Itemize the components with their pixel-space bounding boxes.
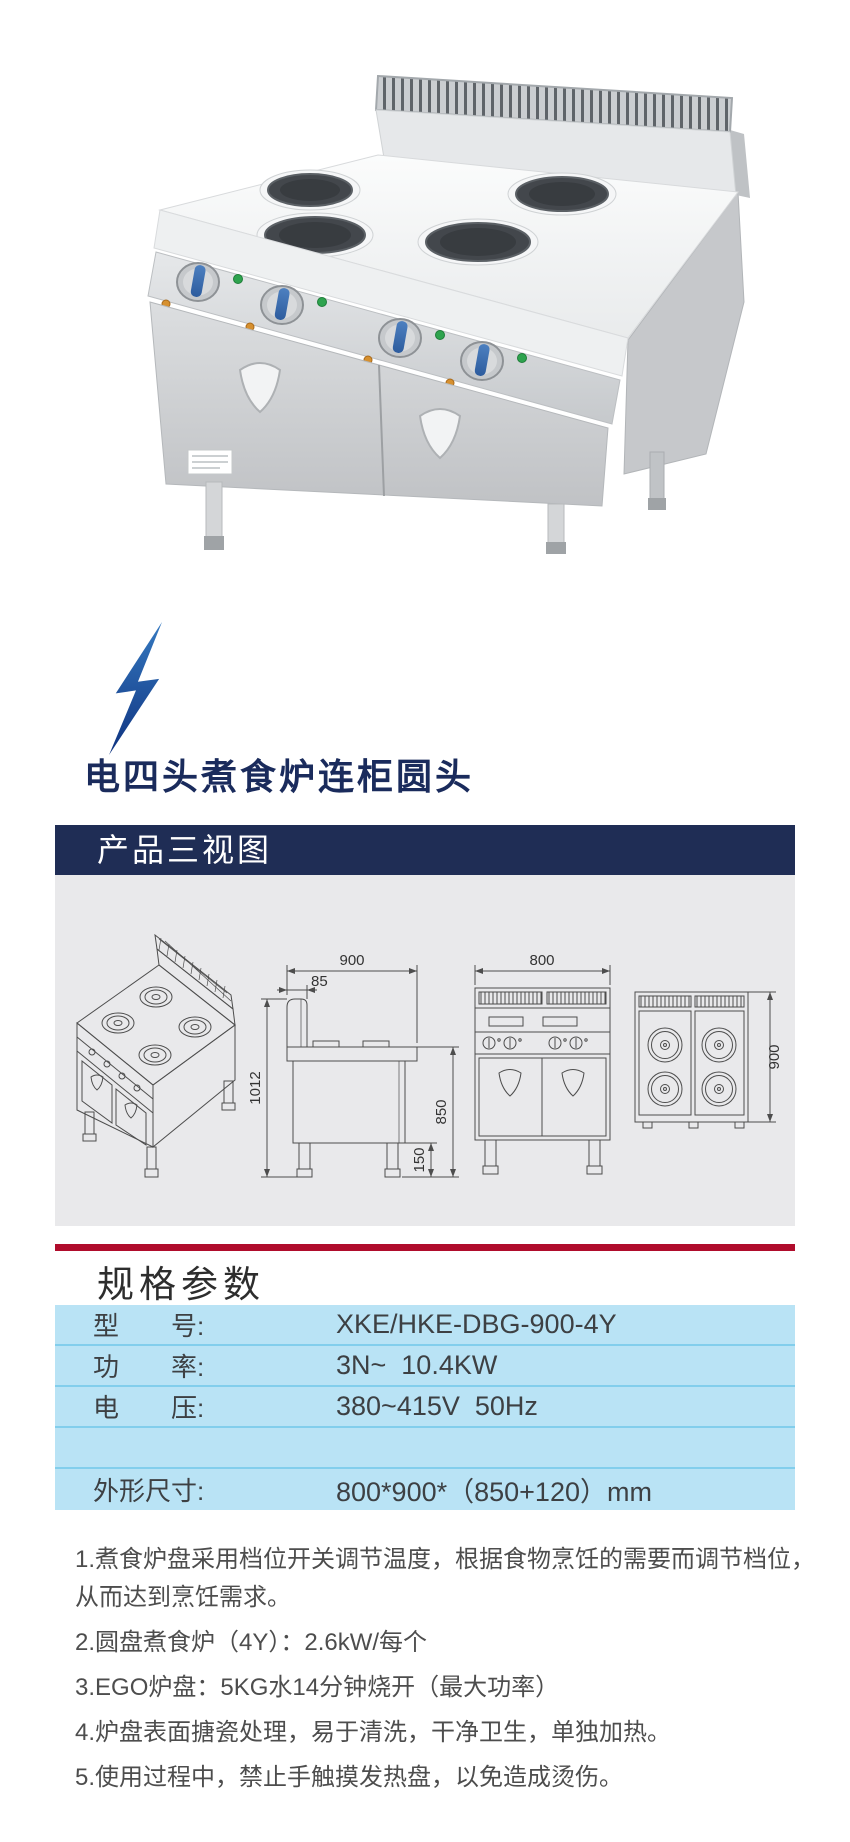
leg-front-left bbox=[204, 481, 224, 550]
unit-right-side-panel bbox=[623, 190, 745, 475]
note-item-5: 5.使用过程中，禁止手触摸发热盘，以免造成烫伤。 bbox=[75, 1764, 624, 1791]
spec-value: 800*900*（850+120）mm bbox=[336, 1477, 652, 1507]
power-light-green bbox=[517, 353, 527, 363]
burner-plate-back-right bbox=[507, 172, 617, 216]
drawing-side-view bbox=[261, 965, 459, 1178]
product-notes: 1.煮食炉盘采用档位开关调节温度，根据食物烹饪的需要而调节档位，从而达到烹饪需求… bbox=[75, 1541, 823, 1804]
section-header-views-label: 产品三视图 bbox=[97, 832, 273, 868]
technical-drawings: 900 85 1012 850 150 800 bbox=[76, 933, 783, 1178]
spec-row-empty bbox=[55, 1428, 795, 1469]
spec-label: 型 号: bbox=[93, 1311, 205, 1341]
door-handle-right bbox=[418, 408, 462, 460]
page-title: 电四头煮食炉连柜圆头 bbox=[84, 756, 475, 797]
door-split-line bbox=[378, 364, 385, 497]
cabinet-front bbox=[149, 301, 609, 507]
cooktop-fascia bbox=[153, 209, 629, 377]
spec-row-dimensions: 外形尺寸: 800*900*（850+120）mm bbox=[55, 1469, 795, 1510]
drawing-top-view bbox=[634, 991, 776, 1129]
power-light-green bbox=[233, 274, 243, 284]
note-item-1: 1.煮食炉盘采用档位开关调节温度，根据食物烹饪的需要而调节档位，从而达到烹饪需求… bbox=[75, 1546, 816, 1611]
dim-side-leg-height: 150 bbox=[411, 1147, 428, 1172]
dim-side-body-height: 850 bbox=[433, 1099, 450, 1124]
note-item-4: 4.炉盘表面搪瓷处理，易于清洗，干净卫生，单独加热。 bbox=[75, 1719, 672, 1746]
burner-plate-front-right bbox=[417, 218, 539, 266]
leg-back-right bbox=[648, 451, 666, 510]
section-header-views: 产品三视图 bbox=[55, 825, 795, 875]
spec-table: 型 号: XKE/HKE-DBG-900-4Y 功 率: 3N~ 10.4KW … bbox=[55, 1305, 795, 1510]
drawing-iso-view bbox=[76, 933, 236, 1178]
spec-label: 电 压: bbox=[93, 1393, 205, 1423]
spec-row-voltage: 电 压: 380~415V 50Hz bbox=[55, 1387, 795, 1428]
dim-front-width: 800 bbox=[529, 952, 554, 969]
dim-side-depth: 900 bbox=[339, 952, 364, 969]
dim-side-total-height: 1012 bbox=[247, 1071, 264, 1104]
spec-value: 380~415V 50Hz bbox=[336, 1391, 538, 1421]
drawings-panel bbox=[55, 875, 795, 1226]
lightning-bolt-icon bbox=[109, 622, 163, 755]
spec-row-power: 功 率: 3N~ 10.4KW bbox=[55, 1346, 795, 1387]
leg-front-right bbox=[546, 503, 566, 554]
product-photo bbox=[147, 74, 750, 554]
red-divider bbox=[55, 1244, 795, 1251]
spec-value: 3N~ 10.4KW bbox=[336, 1350, 498, 1380]
power-light-green bbox=[317, 297, 327, 307]
note-item-3: 3.EGO炉盘：5KG水14分钟烧开（最大功率） bbox=[75, 1674, 560, 1701]
power-light-green bbox=[435, 330, 445, 340]
control-knob-3 bbox=[363, 318, 445, 365]
spec-label: 外形尺寸: bbox=[93, 1476, 205, 1506]
rating-label-sticker bbox=[187, 449, 233, 475]
burner-plate-back-left bbox=[259, 169, 361, 211]
drawing-front-view bbox=[474, 965, 611, 1175]
spec-label: 功 率: bbox=[93, 1352, 205, 1382]
spec-value: XKE/HKE-DBG-900-4Y bbox=[336, 1309, 617, 1339]
control-knob-2 bbox=[245, 285, 327, 332]
spec-row-model: 型 号: XKE/HKE-DBG-900-4Y bbox=[55, 1305, 795, 1346]
specs-heading: 规格参数 bbox=[97, 1264, 265, 1305]
door-handle-left bbox=[238, 362, 282, 414]
dim-top-depth: 900 bbox=[766, 1044, 783, 1069]
note-item-2: 2.圆盘煮食炉（4Y）：2.6kW/每个 bbox=[75, 1629, 428, 1656]
dim-side-splash: 85 bbox=[311, 973, 328, 990]
